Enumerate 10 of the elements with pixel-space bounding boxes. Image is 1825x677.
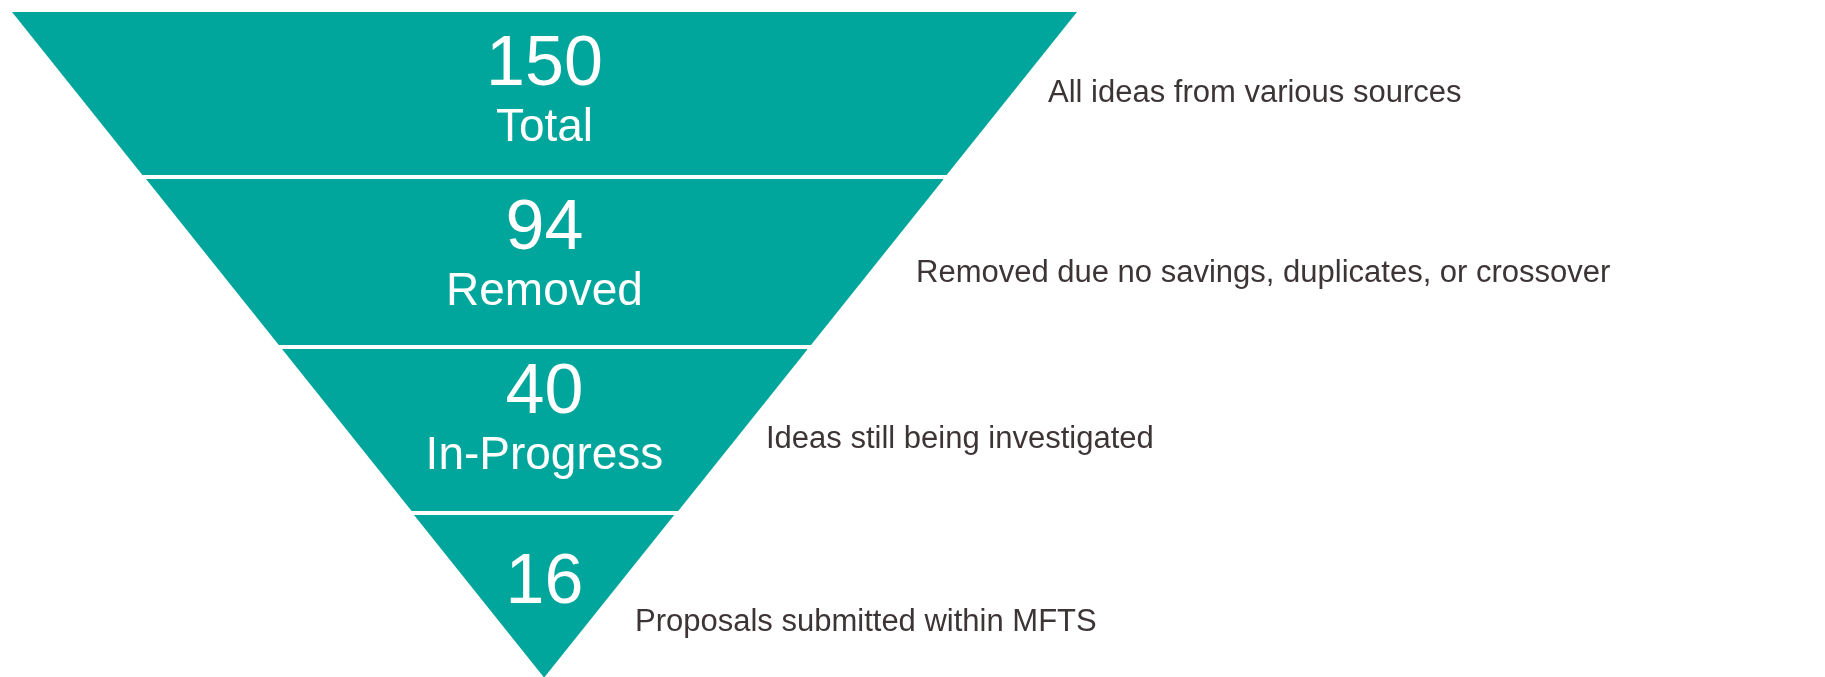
stage-label: Total bbox=[495, 102, 594, 148]
stage-description: Ideas still being investigated bbox=[766, 422, 1154, 453]
stage-description: Removed due no savings, duplicates, or crossover bbox=[916, 256, 1611, 287]
stage-description: All ideas from various sources bbox=[1048, 76, 1462, 107]
stage-count: 150 bbox=[486, 26, 603, 96]
stage-description: Proposals submitted within MFTS bbox=[635, 605, 1097, 636]
stage-count: 40 bbox=[505, 354, 584, 424]
stage-count: 94 bbox=[505, 190, 584, 260]
stage-count: 16 bbox=[505, 544, 584, 614]
stage-label: Removed bbox=[446, 266, 643, 312]
